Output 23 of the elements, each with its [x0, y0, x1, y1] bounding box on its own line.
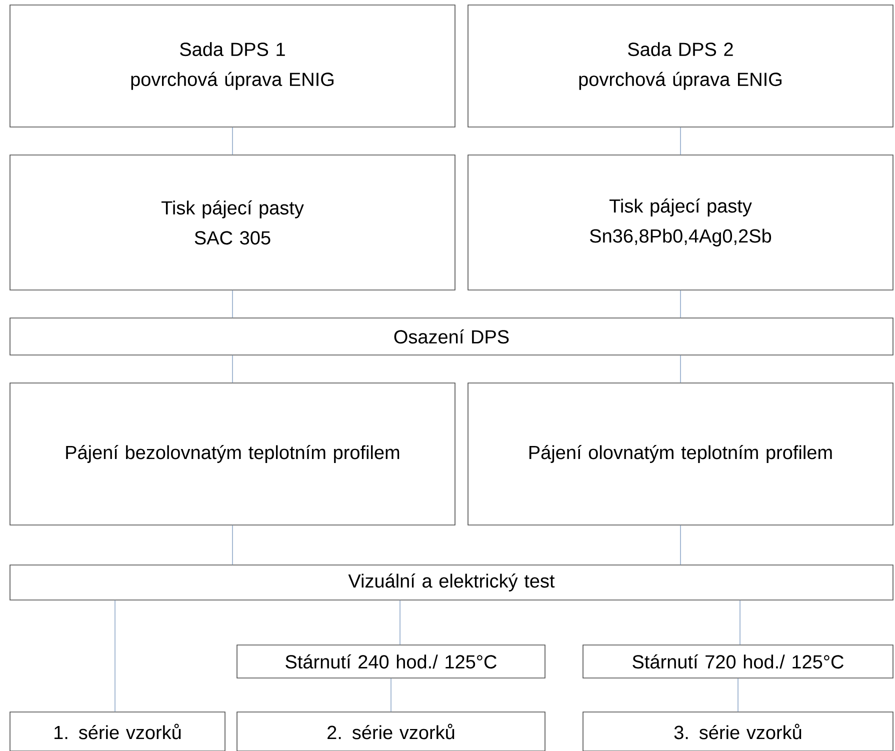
process-box: 3. série vzorků: [582, 712, 894, 751]
process-box: Stárnutí 240 hod./ 125°C: [236, 644, 546, 678]
connector-line: [680, 290, 681, 318]
process-box: Sada DPS 2 povrchová úprava ENIG: [468, 4, 894, 128]
process-box: Vizuální a elektrický test: [10, 564, 894, 600]
connector-line: [680, 126, 681, 155]
process-box: Stárnutí 720 hod./ 125°C: [582, 644, 894, 678]
process-box: Sada DPS 1 povrchová úprava ENIG: [10, 4, 456, 128]
process-box: Tisk pájecí pasty SAC 305: [10, 154, 456, 290]
process-box: 1. série vzorků: [10, 712, 226, 751]
process-box: 2. série vzorků: [236, 712, 546, 751]
process-box: Osazení DPS: [10, 318, 894, 356]
process-box: Pájení bezolovnatým teplotním profilem: [10, 382, 456, 526]
connector-line: [232, 290, 233, 318]
connector-line: [232, 524, 233, 565]
connector-line: [232, 126, 233, 155]
connector-line: [232, 354, 233, 383]
process-box: Pájení olovnatým teplotním profilem: [468, 382, 894, 526]
connector-line: [390, 678, 392, 712]
connector-line: [114, 600, 116, 712]
connector-line: [680, 524, 681, 565]
connector-line: [680, 354, 681, 383]
process-box: Tisk pájecí pasty Sn36,8Pb0,4Ag0,2Sb: [468, 154, 894, 290]
